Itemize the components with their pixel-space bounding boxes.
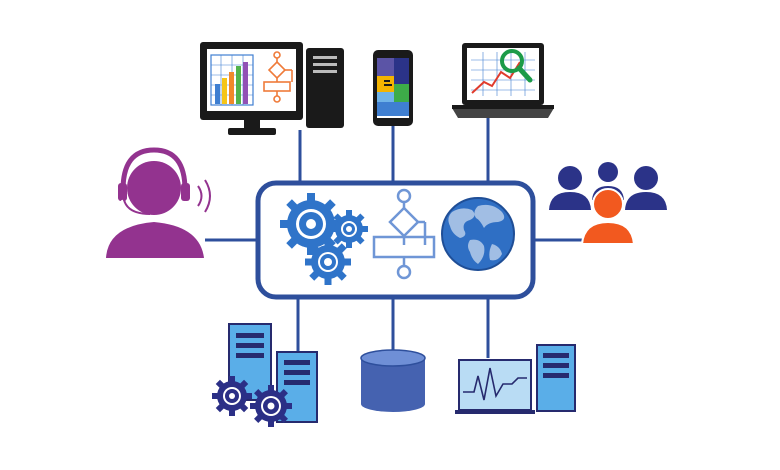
support-agent-icon xyxy=(106,147,211,258)
flowchart-icon xyxy=(372,188,436,280)
connectors xyxy=(205,118,585,358)
server-gears-icon xyxy=(212,323,318,427)
person-icon xyxy=(549,166,591,210)
bar-chart-icon xyxy=(210,54,254,106)
magnifier-icon xyxy=(500,49,533,83)
gears-icon xyxy=(212,376,292,427)
laptop-analytics-icon xyxy=(452,43,554,118)
monitor-icon xyxy=(455,359,535,414)
smartphone-icon xyxy=(373,50,413,126)
computer-tower xyxy=(306,48,344,128)
server-icon xyxy=(536,344,576,412)
flowchart-icon xyxy=(263,51,293,103)
person-icon xyxy=(580,188,636,245)
desktop-computer-icon xyxy=(200,42,344,135)
integration-hub xyxy=(255,180,536,300)
database-icon xyxy=(360,349,426,412)
globe-icon xyxy=(441,197,515,271)
gears-icon xyxy=(280,193,368,285)
person-icon xyxy=(625,166,667,210)
user-group-icon xyxy=(549,162,667,245)
monitoring-server-icon xyxy=(455,344,576,414)
